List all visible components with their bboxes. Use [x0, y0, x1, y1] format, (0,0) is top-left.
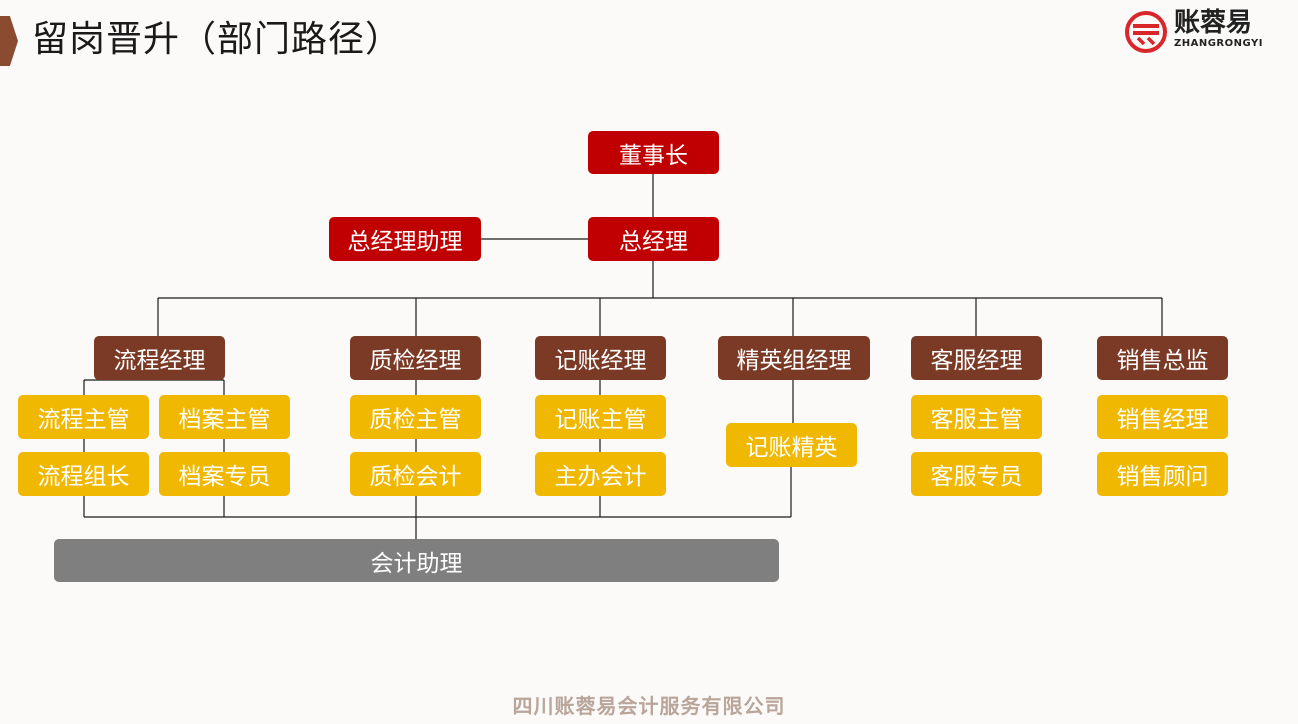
node-gm-assistant: 总经理助理 — [329, 217, 481, 261]
company-logo-icon — [1125, 11, 1167, 53]
node-sales-director: 销售总监 — [1097, 336, 1228, 380]
footer-company-name: 四川账蓉易会计服务有限公司 — [512, 694, 786, 718]
node-qc-accountant: 质检会计 — [350, 452, 481, 496]
node-lead-accountant: 主办会计 — [535, 452, 666, 496]
page-title: 留岗晋升（部门路径） — [32, 19, 403, 60]
node-process-supervisor: 流程主管 — [18, 395, 149, 439]
node-service-specialist: 客服专员 — [911, 452, 1042, 496]
node-process-manager: 流程经理 — [94, 336, 225, 380]
node-bookkeeping-supervisor: 记账主管 — [535, 395, 666, 439]
logo-name: 账蓉易 — [1174, 8, 1253, 38]
node-sales-manager: 销售经理 — [1097, 395, 1228, 439]
node-process-team-lead: 流程组长 — [18, 452, 149, 496]
node-accounting-assistant: 会计助理 — [54, 539, 779, 582]
node-general-manager: 总经理 — [588, 217, 719, 261]
node-service-supervisor: 客服主管 — [911, 395, 1042, 439]
node-qc-manager: 质检经理 — [350, 336, 481, 380]
title-accent-marker — [0, 16, 18, 66]
logo-subtitle: ZHANGRONGYI — [1174, 38, 1263, 49]
company-logo: 账蓉易 ZHANGRONGYI — [1124, 8, 1284, 54]
node-bookkeeping-elite: 记账精英 — [726, 423, 857, 467]
node-qc-supervisor: 质检主管 — [350, 395, 481, 439]
node-archive-supervisor: 档案主管 — [159, 395, 290, 439]
node-archive-specialist: 档案专员 — [159, 452, 290, 496]
node-bookkeeping-manager: 记账经理 — [535, 336, 666, 380]
node-elite-manager: 精英组经理 — [718, 336, 870, 380]
node-chairman: 董事长 — [588, 131, 719, 174]
node-sales-consultant: 销售顾问 — [1097, 452, 1228, 496]
node-service-manager: 客服经理 — [911, 336, 1042, 380]
